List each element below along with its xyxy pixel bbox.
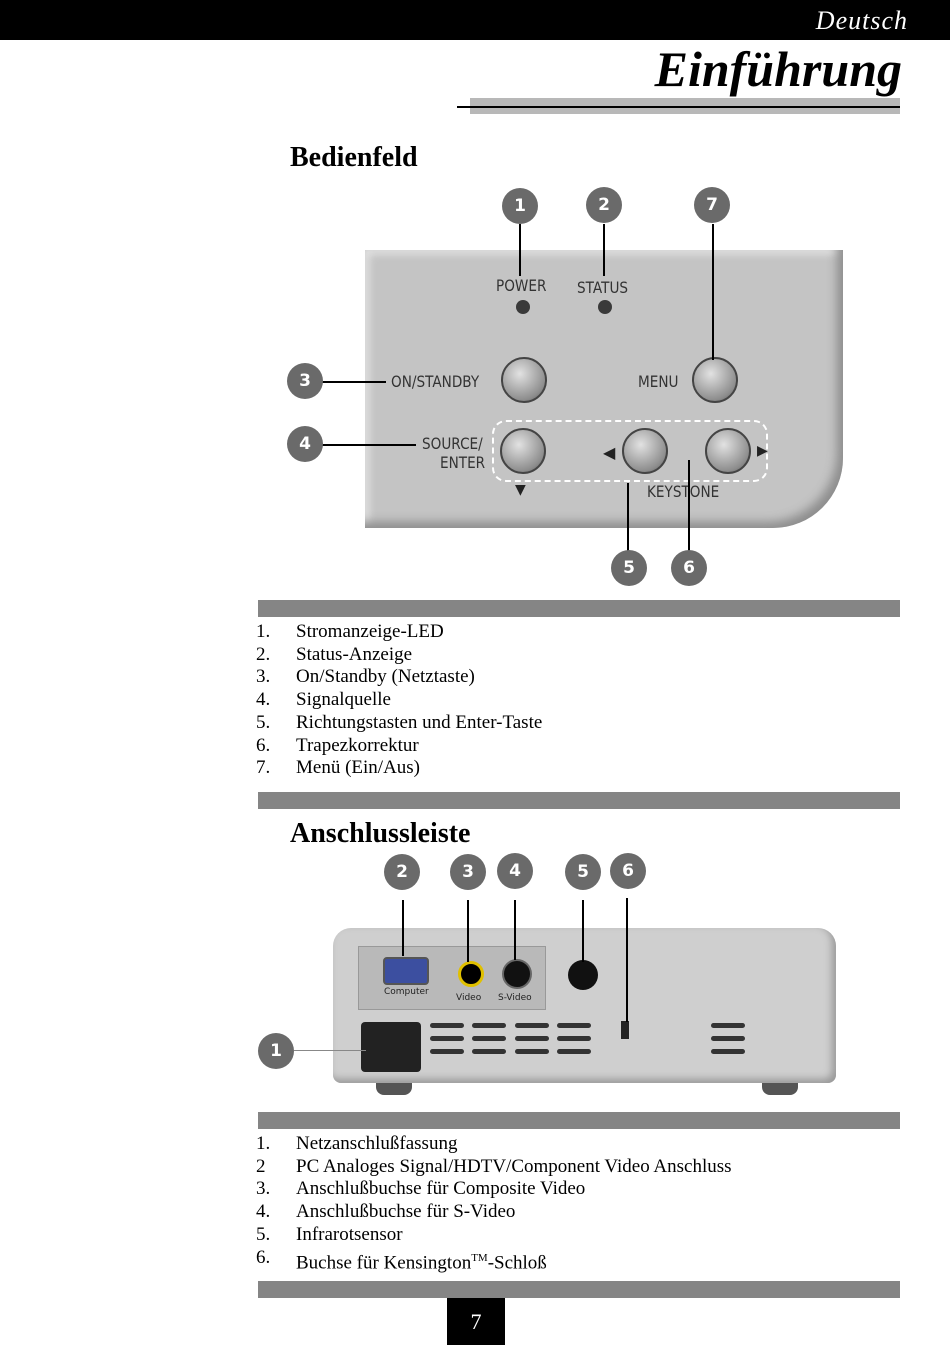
list-item: 4.Anschlußbuchse für S-Video (256, 1201, 516, 1223)
vent-icon (711, 1036, 745, 1041)
callout-line-6 (688, 460, 690, 552)
callout-2: 2 (384, 854, 420, 890)
section-title-anschlussleiste: Anschlussleiste (290, 818, 471, 849)
divider-bar (258, 1112, 900, 1129)
menu-button-icon (692, 357, 738, 403)
status-led (598, 300, 612, 314)
rca-port-icon (458, 961, 484, 987)
list-item: 5.Richtungstasten und Enter-Taste (256, 711, 543, 733)
panel-label-source: SOURCE/ (422, 434, 483, 453)
callout-1: 1 (502, 188, 538, 224)
svideo-port-icon (502, 959, 532, 989)
vent-icon (515, 1049, 549, 1054)
keypad-highlight (492, 420, 768, 482)
panel-label-enter: ENTER (440, 453, 486, 472)
callout-5: 5 (565, 854, 601, 890)
vent-icon (430, 1023, 464, 1028)
callout-line-5 (627, 483, 629, 551)
list-item: 7.Menü (Ein/Aus) (256, 757, 421, 779)
callout-7: 7 (694, 187, 730, 223)
foot-icon (376, 1083, 412, 1095)
vga-port-icon (383, 957, 429, 985)
page-number: 7 (447, 1298, 505, 1345)
callout-6: 6 (610, 853, 646, 889)
callout-line-2b (402, 900, 404, 956)
arrow-right-icon: ▶ (757, 443, 768, 459)
vent-icon (515, 1036, 549, 1041)
ir-sensor-icon (568, 960, 598, 990)
vent-icon (472, 1023, 506, 1028)
vent-icon (557, 1023, 591, 1028)
right-button-icon (705, 428, 751, 474)
rear-label-svideo: S-Video (498, 993, 532, 1003)
divider-bar (258, 600, 900, 617)
vent-icon (430, 1036, 464, 1041)
language-label: Deutsch (815, 6, 908, 35)
foot-icon (762, 1083, 798, 1095)
callout-4: 4 (287, 426, 323, 462)
callout-line-1b (294, 1050, 366, 1051)
list-item: 1.Netzanschlußfassung (256, 1133, 458, 1154)
power-socket-icon (361, 1022, 421, 1072)
arrow-left-icon: ◀ (603, 443, 616, 462)
callout-5: 5 (611, 550, 647, 586)
left-button-icon (622, 428, 668, 474)
list-item: 4.Signalquelle (256, 689, 391, 711)
list-item: 3.Anschlußbuchse für Composite Video (256, 1178, 586, 1200)
vent-icon (711, 1023, 745, 1028)
divider-bar (258, 792, 900, 809)
chapter-title: Einführung (654, 41, 902, 97)
vent-icon (430, 1049, 464, 1054)
callout-line-3b (467, 900, 469, 962)
list-item: 2.Status-Anzeige (256, 643, 413, 665)
callout-line-4b (514, 900, 516, 960)
callout-3: 3 (450, 854, 486, 890)
kensington-slot-icon (621, 1021, 629, 1039)
callout-1: 1 (258, 1033, 294, 1069)
vent-icon (472, 1049, 506, 1054)
section-title-bedienfeld: Bedienfeld (290, 142, 418, 173)
list-item: 5.Infrarotsensor (256, 1223, 403, 1245)
control-panel-list: 1.Stromanzeige-LED 2.Status-Anzeige 3.On… (256, 621, 542, 780)
callout-line-7 (712, 224, 714, 360)
callout-6: 6 (671, 550, 707, 586)
chapter-underline (457, 106, 900, 108)
callout-2: 2 (586, 187, 622, 223)
power-led (516, 300, 530, 314)
callout-line-6b (626, 898, 628, 1022)
callout-line-4 (322, 444, 416, 446)
callout-3: 3 (287, 363, 323, 399)
vent-icon (472, 1036, 506, 1041)
vent-icon (711, 1049, 745, 1054)
panel-label-status: STATUS (577, 278, 629, 297)
callout-4: 4 (497, 853, 533, 889)
list-item: 3.On/Standby (Netztaste) (256, 666, 475, 688)
vent-icon (557, 1036, 591, 1041)
header-bar: Deutsch (0, 0, 950, 40)
source-button-icon (500, 428, 546, 474)
arrow-down-icon: ▼ (515, 482, 526, 498)
list-item: 6.Trapezkorrektur (256, 734, 419, 756)
callout-line-3 (322, 381, 386, 383)
rear-label-video: Video (456, 993, 482, 1003)
callout-line-2 (603, 224, 605, 276)
vent-icon (557, 1049, 591, 1054)
vent-icon (515, 1023, 549, 1028)
rear-label-computer: Computer (384, 987, 429, 997)
list-item: 1.Stromanzeige-LED (256, 621, 444, 642)
callout-line-1 (519, 224, 521, 276)
panel-label-on-standby: ON/STANDBY (391, 372, 480, 391)
panel-label-power: POWER (496, 276, 547, 295)
divider-bar (258, 1281, 900, 1298)
list-item: 6.Buchse für KensingtonTM-Schloß (256, 1246, 547, 1273)
panel-label-menu: MENU (638, 372, 679, 391)
power-button-icon (501, 357, 547, 403)
callout-line-5b (582, 900, 584, 962)
panel-label-keystone: KEYSTONE (647, 482, 720, 501)
